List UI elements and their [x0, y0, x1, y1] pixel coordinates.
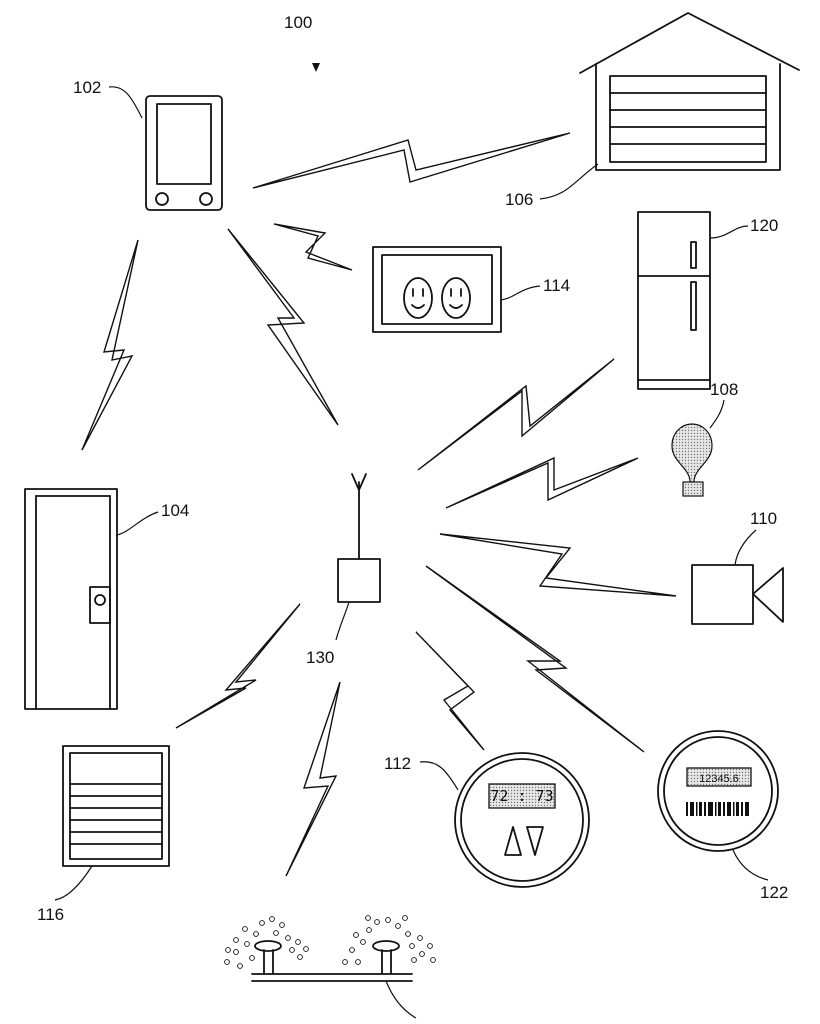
meter-barcode	[686, 802, 749, 816]
thermostat-down-button	[527, 827, 543, 855]
wireless-link-hub-118	[286, 682, 340, 876]
light-bulb-glass	[672, 424, 712, 482]
leader-114	[501, 286, 540, 300]
panel-frame	[63, 746, 169, 866]
label-122: 122	[760, 883, 788, 902]
outlet-plate-outer	[373, 247, 501, 332]
label-116: 116	[37, 905, 64, 924]
refrigerator-body	[638, 212, 710, 389]
thermostat-display-text: 72 : 73	[490, 787, 553, 805]
wireless-link-hub-116	[176, 604, 300, 728]
wireless-link-102-104	[82, 240, 138, 450]
door-104	[25, 489, 117, 709]
garage-walls	[596, 64, 780, 170]
refrigerator-handle-bottom	[691, 282, 696, 330]
wireless-link-hub-120	[418, 359, 614, 470]
outlet-plate-inner	[382, 255, 492, 324]
camera-110	[692, 565, 783, 624]
panel-116	[63, 746, 169, 866]
wireless-link-hub-122	[426, 566, 644, 752]
leader-116	[55, 866, 92, 900]
camera-lens	[753, 568, 783, 622]
door-frame	[25, 489, 117, 709]
wireless-link-102-106	[253, 133, 570, 188]
light-bulb-base	[683, 482, 703, 496]
refrigerator-handle-top	[691, 242, 696, 268]
hub-body	[338, 559, 380, 602]
sprinkler-water-spray	[225, 916, 436, 969]
thermostat-outer	[455, 753, 589, 887]
door-knob	[95, 595, 105, 605]
thermostat-up-button	[505, 827, 521, 855]
mobile-device-button-left	[156, 193, 168, 205]
garage-106	[580, 13, 799, 170]
outlet-socket-right	[442, 278, 470, 318]
outlet-socket-left	[404, 278, 432, 318]
sprinkler-head-left	[255, 941, 281, 951]
leader-120	[710, 226, 748, 238]
mobile-device-102	[146, 96, 222, 210]
label-108: 108	[710, 380, 738, 399]
light-bulb-108	[672, 424, 712, 496]
sprinkler-118	[225, 916, 436, 981]
leader-104	[117, 512, 158, 535]
refrigerator-120	[638, 212, 710, 389]
leader-110	[735, 530, 756, 565]
label-106: 106	[505, 190, 533, 209]
leader-106	[540, 164, 598, 199]
outlet-ground	[412, 305, 424, 308]
outlet-114	[373, 247, 501, 332]
system-label: 100	[284, 13, 312, 32]
wireless-link-hub-110	[440, 534, 676, 596]
thermostat-112: 72 : 73	[455, 753, 589, 887]
wireless-link-hub-112	[416, 632, 484, 750]
sprinkler-head-right	[373, 941, 399, 951]
wireless-link-hub-108	[446, 458, 638, 508]
label-102: 102	[73, 78, 101, 97]
wireless-link-102-114	[274, 224, 352, 270]
leader-118	[386, 981, 416, 1018]
mobile-device-button-right	[200, 193, 212, 205]
leader-130	[336, 602, 349, 640]
system-arrow	[312, 63, 320, 72]
leader-122	[733, 850, 768, 880]
meter-outer	[658, 731, 778, 851]
label-114: 114	[543, 276, 570, 295]
mobile-device-screen	[157, 104, 211, 184]
leader-102	[109, 87, 142, 118]
outlet-ground	[450, 305, 462, 308]
meter-inner	[664, 737, 772, 845]
leader-108	[710, 400, 724, 428]
garage-door	[610, 76, 766, 162]
leader-112	[420, 762, 458, 790]
label-120: 120	[750, 216, 778, 235]
meter-display-text: 12345.6	[699, 773, 739, 785]
thermostat-inner	[461, 759, 583, 881]
meter-122: 12345.6	[658, 731, 778, 851]
label-112: 112	[384, 754, 411, 773]
label-104: 104	[161, 501, 189, 520]
label-130: 130	[306, 648, 334, 667]
camera-body	[692, 565, 753, 624]
label-110: 110	[750, 509, 777, 528]
hub-130	[338, 474, 380, 602]
garage-roof	[580, 13, 799, 73]
